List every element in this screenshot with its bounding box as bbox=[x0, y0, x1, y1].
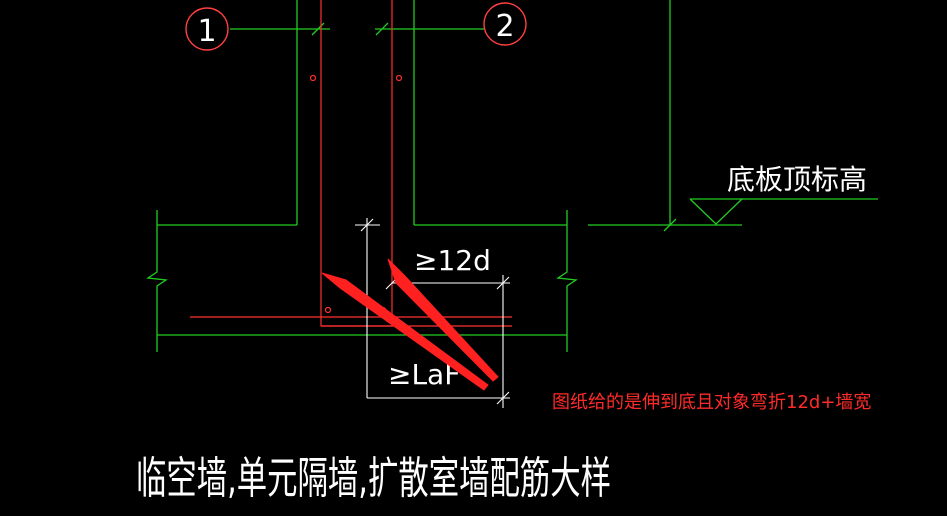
axis-1-label: 1 bbox=[197, 14, 216, 49]
dim-12d-label: ≥12d bbox=[414, 244, 491, 277]
elevation-tick bbox=[663, 218, 677, 232]
rebar bbox=[190, 0, 512, 327]
annotation-note: 图纸给的是伸到底且对象弯折12d+墙宽 bbox=[552, 392, 871, 413]
concrete-outline bbox=[146, 0, 878, 352]
axis-1-circle bbox=[185, 7, 229, 51]
elevation-triangle bbox=[689, 198, 744, 225]
arrow-to-bend bbox=[387, 258, 499, 382]
dim-top-tick bbox=[360, 218, 374, 232]
right-break-line bbox=[556, 210, 578, 352]
axis-2-label: 2 bbox=[495, 9, 514, 44]
rebar-dot bbox=[309, 74, 317, 82]
rebar-dot bbox=[324, 306, 332, 314]
axis-2-circle bbox=[483, 2, 527, 46]
axis-2-tick bbox=[375, 22, 389, 36]
dim-laf-tick-right bbox=[496, 391, 510, 405]
left-break-line bbox=[146, 210, 168, 352]
annotation-arrows bbox=[321, 258, 499, 391]
slab-top-elevation-label: 底板顶标高 bbox=[727, 163, 867, 196]
arrow-to-bottom-bar bbox=[321, 272, 489, 391]
drawing-title: 临空墙,单元隔墙,扩散室墙配筋大样 bbox=[136, 453, 611, 504]
rebar-dot bbox=[395, 74, 403, 82]
axis-1-tick bbox=[311, 22, 325, 36]
axis-markers: 1 2 bbox=[185, 2, 527, 51]
